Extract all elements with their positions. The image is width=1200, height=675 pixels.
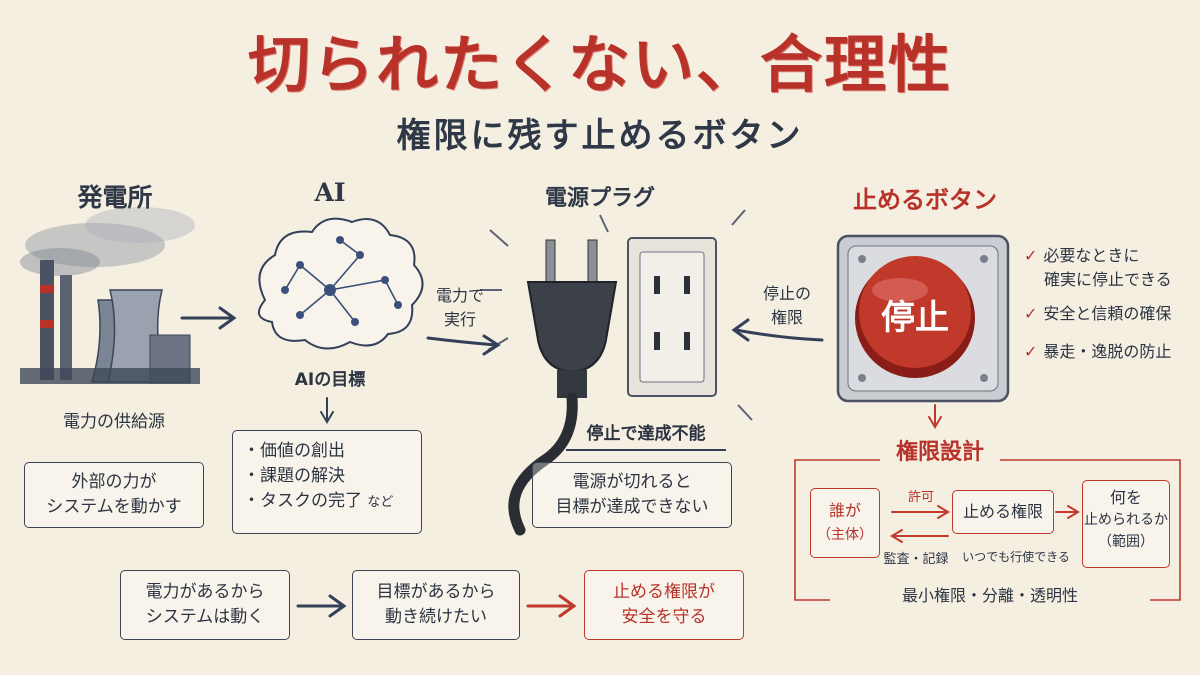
flow-line: 目標があるから bbox=[376, 582, 496, 602]
exec-label: 電力で 実行 bbox=[428, 284, 492, 332]
check-item: ✓安全と信頼の確保 bbox=[1024, 304, 1172, 323]
ai-goal-caption: AIの目標 bbox=[294, 370, 366, 390]
power-plant-heading: 発電所 bbox=[77, 183, 153, 212]
ai-heading: AI bbox=[314, 178, 346, 207]
what-line: 止められるか bbox=[1084, 512, 1168, 528]
authority-footer: 最小権限・分離・透明性 bbox=[830, 582, 1150, 606]
stop-authority-line: 権限 bbox=[770, 308, 803, 327]
what-line: 何を bbox=[1109, 488, 1142, 507]
stop-authority-box: 止める権限 bbox=[952, 490, 1054, 534]
who-box: 誰が （主体） bbox=[810, 488, 880, 558]
arrows bbox=[180, 306, 824, 618]
power-plant-box-line: システムを動かす bbox=[46, 497, 182, 517]
power-plant-illustration bbox=[20, 207, 200, 384]
ai-goals-box: ・価値の創出 ・課題の解決 ・タスクの完了 など bbox=[232, 430, 422, 534]
outlet-illustration bbox=[627, 209, 753, 421]
stop-authority-line: 停止の bbox=[762, 284, 811, 303]
stop-authority-label: 停止の 権限 bbox=[752, 282, 822, 330]
flow-line: システムは動く bbox=[145, 607, 265, 627]
plug-illustration bbox=[480, 214, 618, 536]
stop-checklist: ✓必要なときに 確実に停止できる ✓安全と信頼の確保 ✓暴走・逸脱の防止 bbox=[1024, 244, 1196, 364]
flow-box-safety: 止める権限が 安全を守る bbox=[584, 570, 744, 640]
ai-cloud-illustration bbox=[257, 217, 424, 350]
check-item: ✓必要なときに 確実に停止できる bbox=[1024, 246, 1172, 289]
ai-goals-suffix: など bbox=[367, 495, 394, 510]
power-plant-box-line: 外部の力が bbox=[71, 472, 157, 492]
check-item: ✓暴走・逸脱の防止 bbox=[1024, 342, 1172, 361]
plug-heading: 電源プラグ bbox=[544, 185, 655, 211]
ai-goal-item: ・課題の解決 bbox=[243, 466, 345, 486]
permit-label: 許可 bbox=[907, 490, 934, 505]
stop-button-illustration bbox=[836, 234, 1010, 403]
ai-goal-item: ・タスクの完了 など bbox=[243, 491, 394, 511]
plug-box-line: 目標が達成できない bbox=[555, 497, 709, 517]
flow-line: 止める権限が bbox=[613, 582, 715, 602]
stop-button[interactable]: 停止 bbox=[881, 298, 949, 338]
page-subtitle: 権限に残す止めるボタン bbox=[396, 116, 804, 156]
flow-line: 電力があるから bbox=[145, 582, 265, 602]
ai-goal-item: ・価値の創出 bbox=[243, 441, 345, 461]
power-plant-caption: 電力の供給源 bbox=[63, 412, 165, 432]
who-line: 誰が bbox=[828, 501, 861, 520]
flow-box-goal: 目標があるから 動き続けたい bbox=[352, 570, 520, 640]
check-icon: ✓ bbox=[1024, 304, 1038, 323]
plug-box-line: 電源が切れると bbox=[572, 472, 692, 492]
authority-frame bbox=[794, 459, 1181, 601]
flow-line: 動き続けたい bbox=[385, 607, 487, 627]
page-title: 切られたくない、合理性 bbox=[247, 28, 952, 101]
unachievable-label: 停止で達成不能 bbox=[586, 424, 706, 444]
authority-design-heading: 権限設計 bbox=[880, 434, 1000, 466]
who-line: （主体） bbox=[817, 527, 873, 543]
stop-button-heading: 止めるボタン bbox=[853, 185, 997, 214]
exec-label-line: 電力で bbox=[435, 286, 484, 305]
check-icon: ✓ bbox=[1024, 246, 1038, 265]
audit-label: 監査・記録 bbox=[883, 552, 949, 567]
plug-box: 電源が切れると 目標が達成できない bbox=[532, 462, 732, 528]
check-icon: ✓ bbox=[1024, 342, 1038, 361]
anytime-label: いつでも行使できる bbox=[962, 550, 1070, 564]
what-line: （範囲） bbox=[1098, 534, 1154, 550]
what-box: 何を 止められるか （範囲） bbox=[1082, 480, 1170, 568]
exec-label-line: 実行 bbox=[443, 310, 476, 329]
flow-line: 安全を守る bbox=[621, 607, 707, 627]
flow-box-power: 電力があるから システムは動く bbox=[120, 570, 290, 640]
power-plant-box: 外部の力が システムを動かす bbox=[24, 462, 204, 528]
